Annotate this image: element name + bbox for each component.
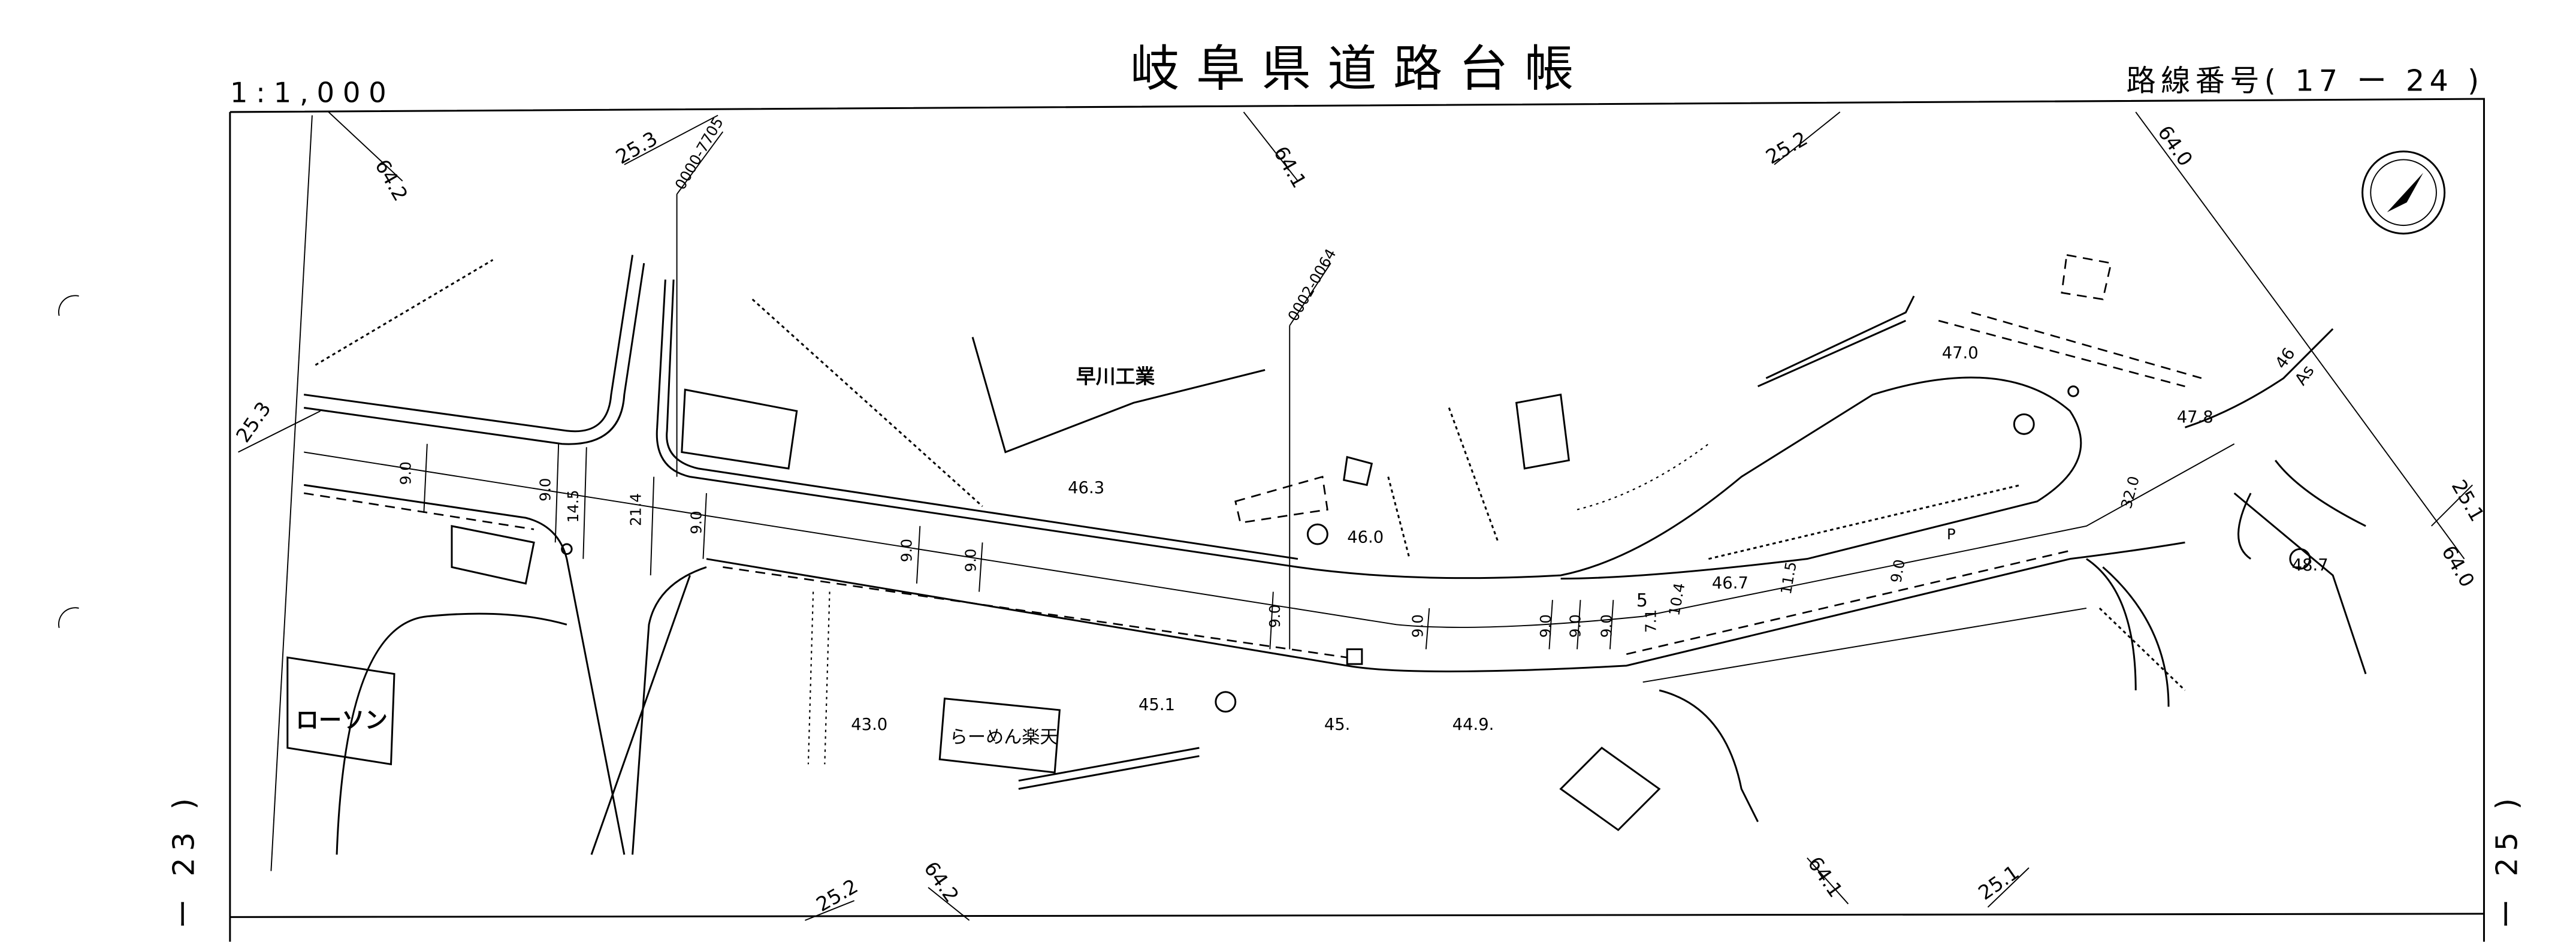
svg-text:9.0: 9.0 (962, 548, 980, 572)
svg-text:9.0: 9.0 (1409, 614, 1426, 638)
elevation-labels: 46.3 46.0 47.0 47.8 48.7 46.7 43.0 45.1 … (851, 344, 2329, 734)
scale-label: 1:1,000 (230, 76, 395, 108)
svg-text:44.9.: 44.9. (1452, 715, 1494, 734)
svg-text:25.1: 25.1 (2447, 476, 2489, 526)
slopes (315, 259, 2186, 692)
svg-text:9.0: 9.0 (536, 478, 554, 502)
svg-text:64.0: 64.0 (2437, 541, 2479, 591)
svg-text:0000-7705: 0000-7705 (672, 114, 727, 193)
buildings (286, 253, 2112, 855)
parking-mark: P (1947, 526, 1956, 543)
svg-text:64.2: 64.2 (919, 857, 964, 906)
svg-text:9.0: 9.0 (397, 461, 414, 485)
grid-lines (238, 111, 2473, 921)
svg-text:25.3: 25.3 (612, 126, 662, 168)
svg-text:46.3: 46.3 (1068, 479, 1104, 497)
svg-text:0002-0064: 0002-0064 (1284, 246, 1339, 324)
place-hayakawa-kogyo: 早川工業 (1076, 364, 1155, 388)
svg-text:64.2: 64.2 (370, 155, 412, 205)
svg-text:45.1: 45.1 (1138, 696, 1175, 714)
svg-text:9.0: 9.0 (688, 511, 705, 534)
svg-text:9.0: 9.0 (1888, 558, 1908, 584)
svg-text:11.5: 11.5 (1777, 560, 1800, 596)
svg-text:14.5: 14.5 (564, 490, 582, 523)
svg-text:9.0: 9.0 (1567, 614, 1584, 638)
svg-text:9.0: 9.0 (898, 539, 916, 562)
svg-text:32.0: 32.0 (2118, 474, 2143, 511)
svg-text:64.0: 64.0 (2153, 121, 2197, 170)
map-frame (229, 98, 2485, 942)
compass-north-arrow-icon (2361, 150, 2446, 235)
svg-text:9.0: 9.0 (1598, 614, 1615, 638)
binder-hole-mark (58, 295, 79, 629)
svg-text:43.0: 43.0 (851, 715, 887, 734)
svg-text:25.1: 25.1 (1974, 861, 2023, 905)
road-width-dimensions: 9.0 9.0 14.5 21.4 9.0 9.0 9.0 9.0 9.0 9.… (397, 443, 2143, 650)
svg-text:7.1: 7.1 (1642, 609, 1660, 633)
place-ramen-rakuten: らーめん楽天 (950, 727, 1058, 748)
svg-text:64.1: 64.1 (1269, 142, 1311, 192)
svg-text:46.7: 46.7 (1712, 574, 1748, 593)
adjacent-sheet-right: ー 25 ) (2489, 792, 2524, 929)
svg-text:45.: 45. (1324, 715, 1351, 734)
grid-labels: 64.2 25.3 64.1 25.2 64.0 25.3 25.1 64.0 … (231, 121, 2489, 916)
svg-text:46: 46 (2272, 345, 2299, 372)
svg-text:64.1: 64.1 (1803, 852, 1847, 901)
main-road (303, 255, 2367, 855)
adjacent-sheet-left: ー 23 ) (167, 792, 201, 929)
svg-text:9.0: 9.0 (1266, 605, 1284, 628)
frame-bottom-edge (229, 913, 2484, 918)
svg-text:10.4: 10.4 (1665, 582, 1688, 617)
svg-text:25.2: 25.2 (812, 874, 862, 916)
svg-text:46.0: 46.0 (1347, 528, 1384, 547)
svg-text:21.4: 21.4 (627, 493, 644, 526)
route-number: 路線番号( 17 ー 24 ) (2127, 63, 2484, 98)
svg-text:25.3: 25.3 (231, 397, 276, 446)
svg-text:25.2: 25.2 (1762, 126, 1811, 168)
svg-text:47.8: 47.8 (2177, 408, 2213, 427)
utility-markers (561, 385, 2311, 713)
svg-text:9.0: 9.0 (1537, 614, 1554, 638)
svg-text:5: 5 (1636, 590, 1648, 611)
svg-text:47.0: 47.0 (1942, 344, 1979, 363)
place-lawson: ローソン (296, 707, 388, 734)
page-title: 岐阜県道路台帳 (1130, 41, 1590, 98)
